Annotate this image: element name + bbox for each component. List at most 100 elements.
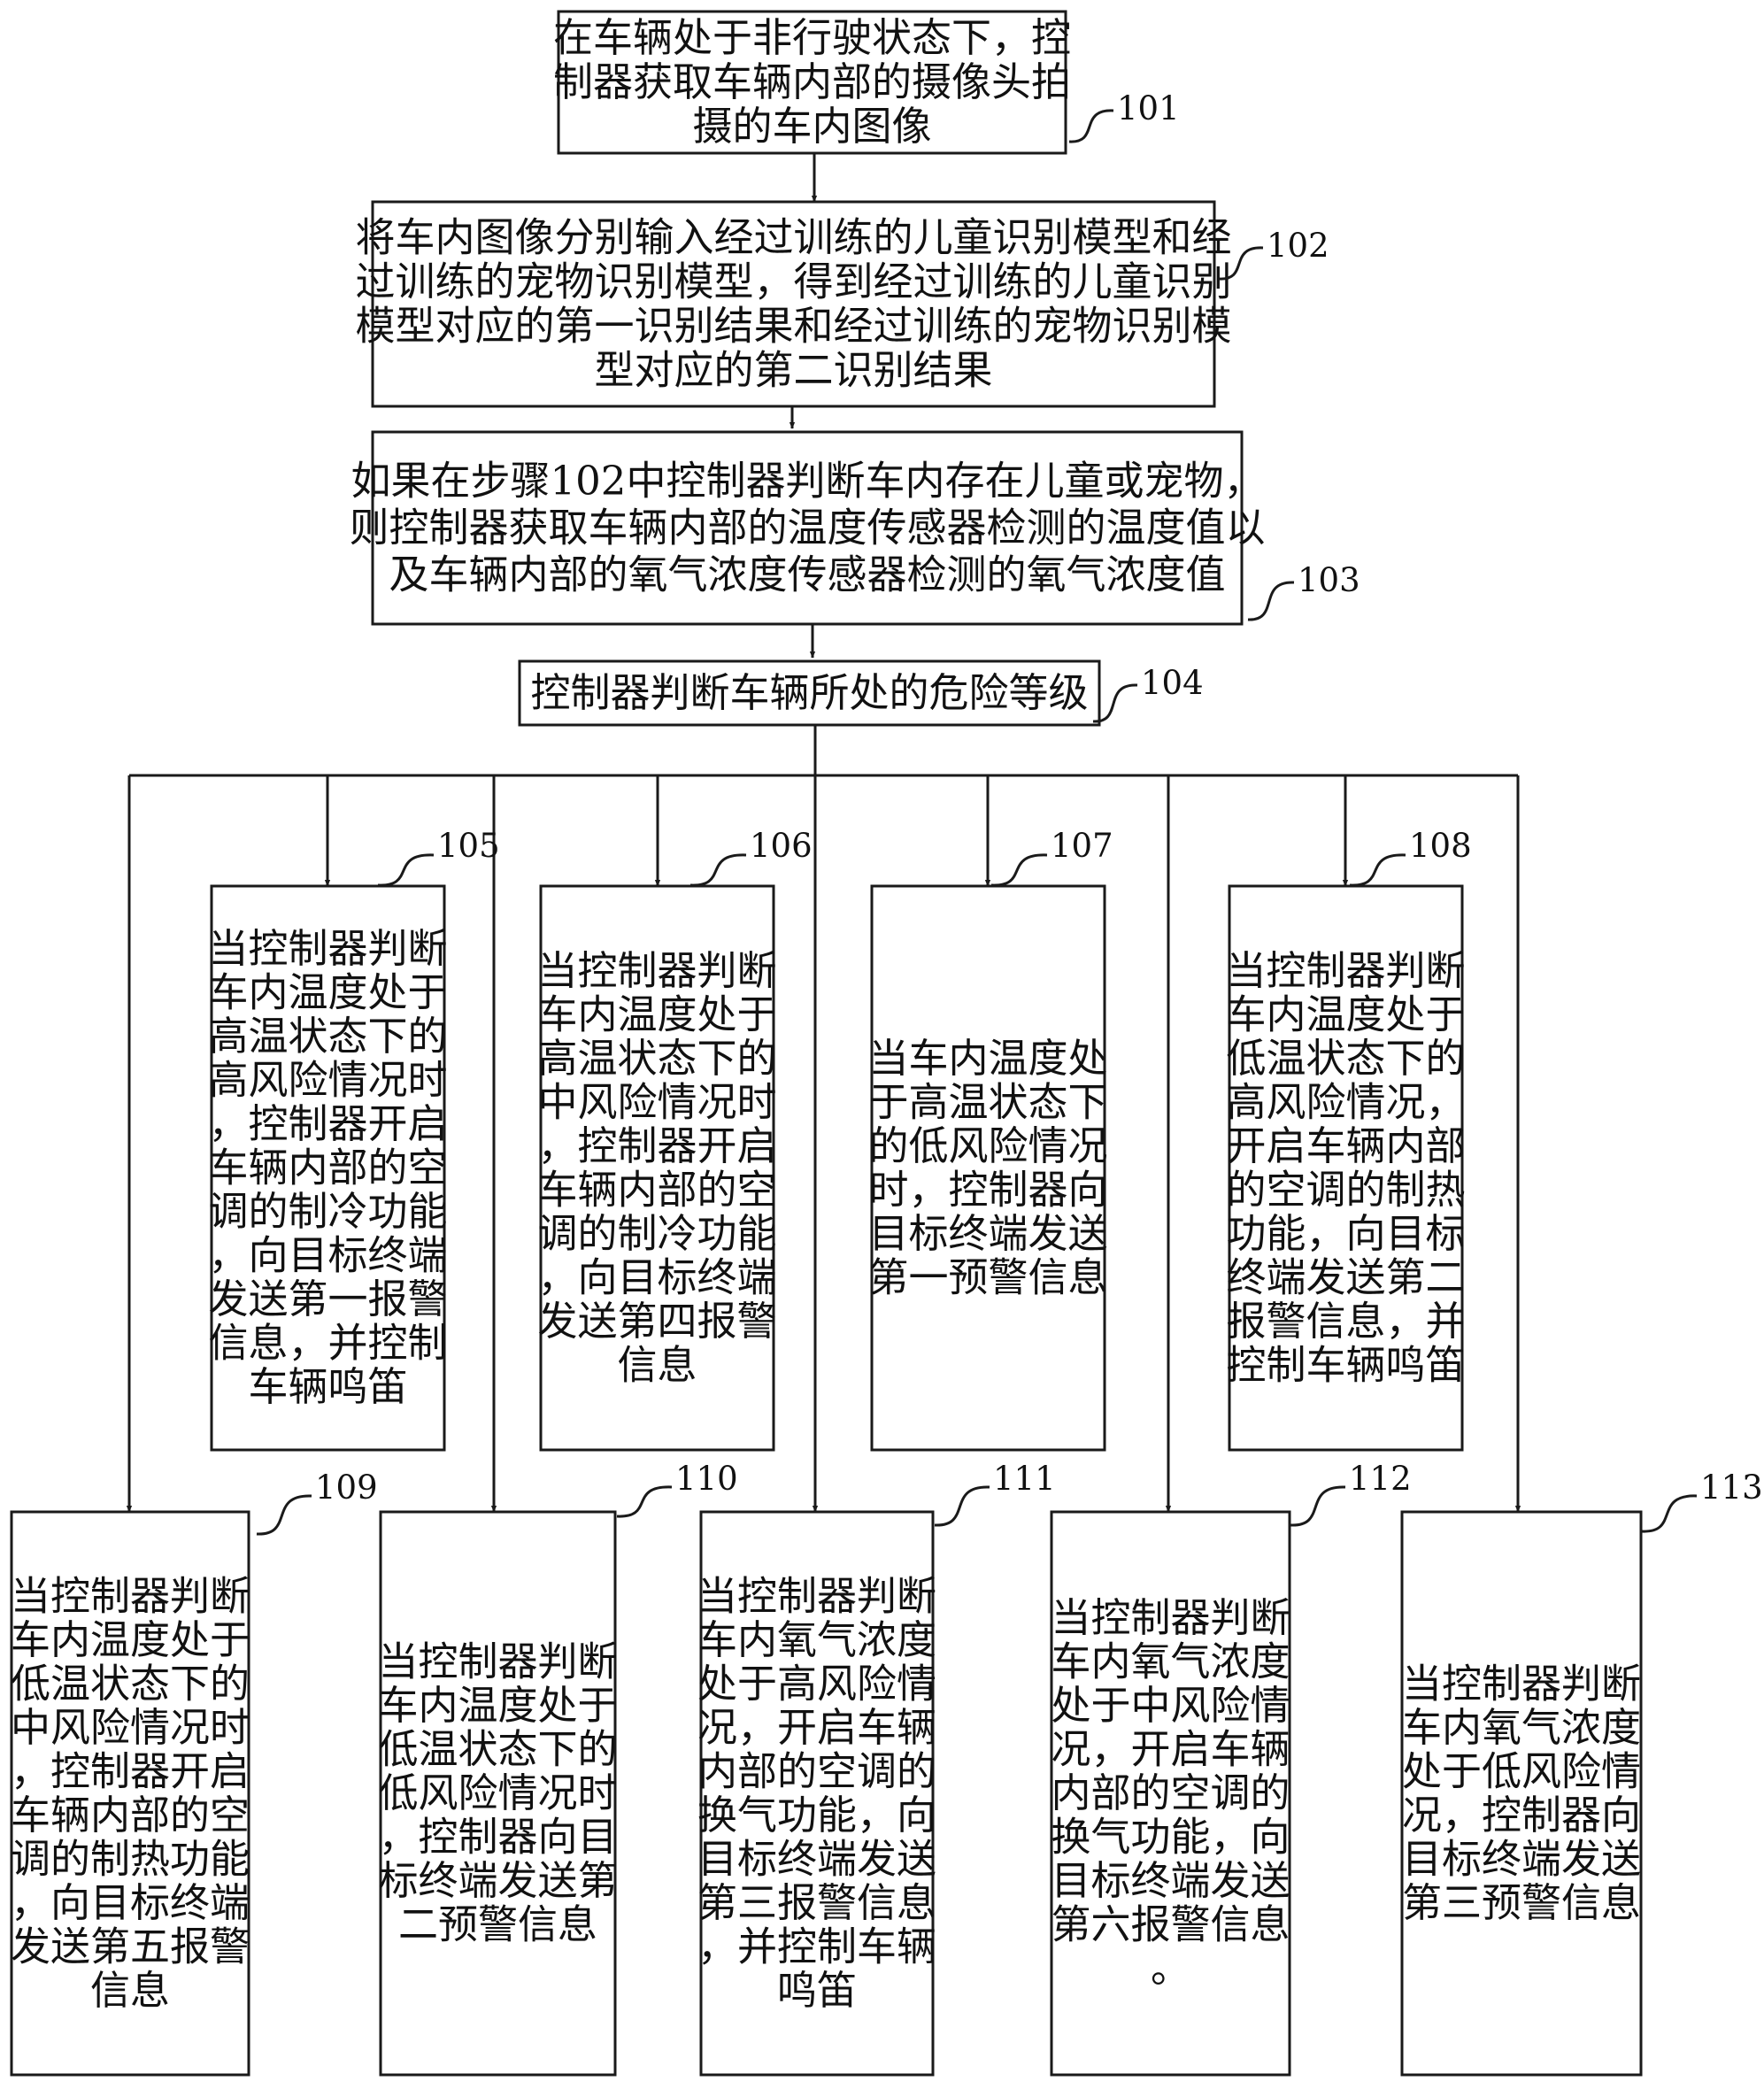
step-102-line: 将车内图像分别输入经过训练的儿童识别模型和经: [355, 214, 1231, 261]
step-107-line: 当车内温度处: [868, 1035, 1107, 1082]
step-107-label: 107: [1051, 827, 1113, 865]
step-109-text: 当控制器判断车内温度处于低温状态下的中风险情况时，控制器开启车辆内部的空调的制热…: [11, 1572, 250, 2014]
step-112-line: 况，开启车辆: [1051, 1726, 1290, 1773]
step-110-line: ，控制器向目: [378, 1814, 617, 1861]
step-110-box: [379, 1510, 617, 2077]
step-104-text: 控制器判断车辆所处的危险等级: [530, 669, 1088, 716]
step-107-text: 当车内温度处于高温状态下的低风险情况时，控制器向目标终端发送第一预警信息: [868, 1035, 1107, 1301]
step-101-leader: [1068, 109, 1114, 143]
step-113-label: 113: [1700, 1468, 1763, 1507]
step-105-line: 发送第一报警: [208, 1276, 447, 1322]
step-111-leader: [934, 1485, 990, 1527]
step-102-label: 102: [1267, 227, 1329, 265]
step-103-line: 如果在步骤102中控制器判断车内存在儿童或宠物，: [351, 458, 1264, 505]
step-113-line: 车内氧气浓度: [1402, 1704, 1641, 1751]
step-109: 当控制器判断车内温度处于低温状态下的中风险情况时，控制器开启车辆内部的空调的制热…: [10, 1510, 250, 2077]
step-108-line: 控制车辆鸣笛: [1226, 1341, 1465, 1388]
step-103-leader: [1247, 581, 1295, 621]
step-101-line: 在车辆处于非行驶状态下，控: [553, 14, 1071, 61]
step-111-line: 目标终端发送: [697, 1835, 936, 1882]
step-109-line: 车辆内部的空: [11, 1792, 250, 1838]
step-113-line: 处于低风险情: [1402, 1747, 1641, 1794]
step-111: 当控制器判断车内氧气浓度处于高风险情况，开启车辆内部的空调的换气功能，向目标终端…: [697, 1510, 936, 2077]
step-105-line: 车内温度处于: [208, 969, 447, 1016]
step-109-line: 车内温度处于: [11, 1616, 250, 1663]
step-105-line: ，向目标终端: [208, 1232, 447, 1279]
step-112-line: 车内氧气浓度: [1051, 1638, 1290, 1685]
step-102-text: 将车内图像分别输入经过训练的儿童识别模型和经过训练的宠物识别模型，得到经过训练的…: [355, 214, 1231, 394]
step-107-line: 目标终端发送: [868, 1210, 1107, 1257]
step-104-label: 104: [1141, 664, 1204, 702]
step-101-line: 制器获取车辆内部的摄像头拍: [553, 58, 1071, 105]
step-110-line: 车内温度处于: [378, 1682, 617, 1729]
step-111-line: 鸣笛: [777, 1967, 857, 2014]
step-113-leader: [1641, 1494, 1698, 1533]
step-106-line: 车内温度处于: [537, 991, 776, 1037]
step-106-line: 发送第四报警: [537, 1298, 776, 1345]
step-102: 将车内图像分别输入经过训练的儿童识别模型和经过训练的宠物识别模型，得到经过训练的…: [355, 200, 1232, 408]
step-108-line: 低温状态下的: [1226, 1035, 1465, 1082]
step-104-box: [518, 659, 1101, 727]
step-101: 在车辆处于非行驶状态下，控制器获取车辆内部的摄像头拍摄的车内图像: [553, 10, 1071, 155]
step-109-box: [10, 1510, 250, 2077]
step-109-line: 低温状态下的: [11, 1660, 250, 1707]
step-103-label: 103: [1298, 561, 1360, 599]
step-106-box: [539, 884, 775, 1452]
step-110-line: 二预警信息: [398, 1901, 597, 1948]
step-108-line: 车内温度处于: [1226, 991, 1465, 1037]
step-109-line: 发送第五报警: [11, 1923, 250, 1970]
step-108-line: 报警信息，并: [1226, 1298, 1465, 1345]
step-110-leader: [616, 1485, 673, 1518]
step-107-leader: [990, 853, 1048, 887]
step-106-line: ，控制器开启: [537, 1122, 776, 1169]
step-104-line: 控制器判断车辆所处的危险等级: [530, 669, 1088, 716]
step-111-line: ，并控制车辆: [697, 1923, 936, 1970]
step-103: 如果在步骤102中控制器判断车内存在儿童或宠物，则控制器获取车辆内部的温度传感器…: [349, 430, 1266, 626]
step-105-line: ，控制器开启: [208, 1100, 447, 1147]
step-112-label: 112: [1349, 1460, 1412, 1498]
step-103-text: 如果在步骤102中控制器判断车内存在儿童或宠物，则控制器获取车辆内部的温度传感器…: [349, 458, 1265, 598]
step-109-leader: [256, 1494, 312, 1536]
step-113-line: 况，控制器向: [1402, 1792, 1641, 1838]
step-105-line: 调的制冷功能: [208, 1188, 447, 1235]
step-103-line: 及车辆内部的氧气浓度传感器检测的氧气浓度值: [389, 551, 1225, 598]
step-105-line: 信息，并控制: [208, 1320, 447, 1367]
step-106-line: 当控制器判断: [537, 947, 776, 994]
step-106-text: 当控制器判断车内温度处于高温状态下的中风险情况时，控制器开启车辆内部的空调的制冷…: [537, 947, 776, 1389]
step-112-line: 目标终端发送: [1051, 1857, 1290, 1904]
connectors: [126, 153, 1521, 1513]
step-108-leader: [1349, 853, 1406, 887]
step-109-line: 调的制热功能: [11, 1835, 250, 1882]
step-108-label: 108: [1409, 827, 1472, 865]
step-107-box: [870, 884, 1106, 1452]
step-109-label: 109: [315, 1468, 378, 1507]
step-107-line: 第一预警信息: [868, 1253, 1107, 1300]
step-108-line: 开启车辆内部: [1226, 1122, 1465, 1169]
step-107-line: 时，控制器向: [868, 1166, 1107, 1213]
step-106-label: 106: [750, 827, 813, 865]
step-108-line: 终端发送第二: [1226, 1253, 1465, 1300]
step-112: 当控制器判断车内氧气浓度处于中风险情况，开启车辆内部的空调的换气功能，向目标终端…: [1050, 1510, 1291, 2077]
step-112-box: [1050, 1510, 1291, 2077]
step-106-line: 高温状态下的: [537, 1035, 776, 1082]
step-112-line: 处于中风险情: [1051, 1682, 1290, 1729]
step-109-line: 中风险情况时: [11, 1704, 250, 1751]
step-111-line: 第三报警信息: [697, 1879, 936, 1926]
step-108-box: [1228, 884, 1464, 1452]
step-105-line: 车辆内部的空: [208, 1145, 447, 1191]
step-113-box: [1400, 1510, 1643, 2077]
step-102-box: [371, 200, 1216, 408]
step-110-line: 标终端发送第: [378, 1857, 617, 1904]
step-108-line: 功能，向目标: [1226, 1210, 1465, 1257]
step-113-line: 第三预警信息: [1402, 1879, 1641, 1926]
step-113-line: 目标终端发送: [1402, 1835, 1641, 1882]
step-105-line: 当控制器判断: [208, 925, 447, 972]
step-106-leader: [689, 853, 747, 887]
step-103-box: [371, 430, 1244, 626]
step-111-line: 换气功能，向: [697, 1792, 936, 1838]
step-112-line: 。: [1151, 1945, 1190, 1992]
step-104: 控制器判断车辆所处的危险等级: [518, 659, 1101, 727]
step-101-label: 101: [1117, 89, 1180, 127]
step-103-line: 则控制器获取车辆内部的温度传感器检测的温度值以: [349, 505, 1265, 551]
step-102-leader: [1218, 246, 1264, 281]
